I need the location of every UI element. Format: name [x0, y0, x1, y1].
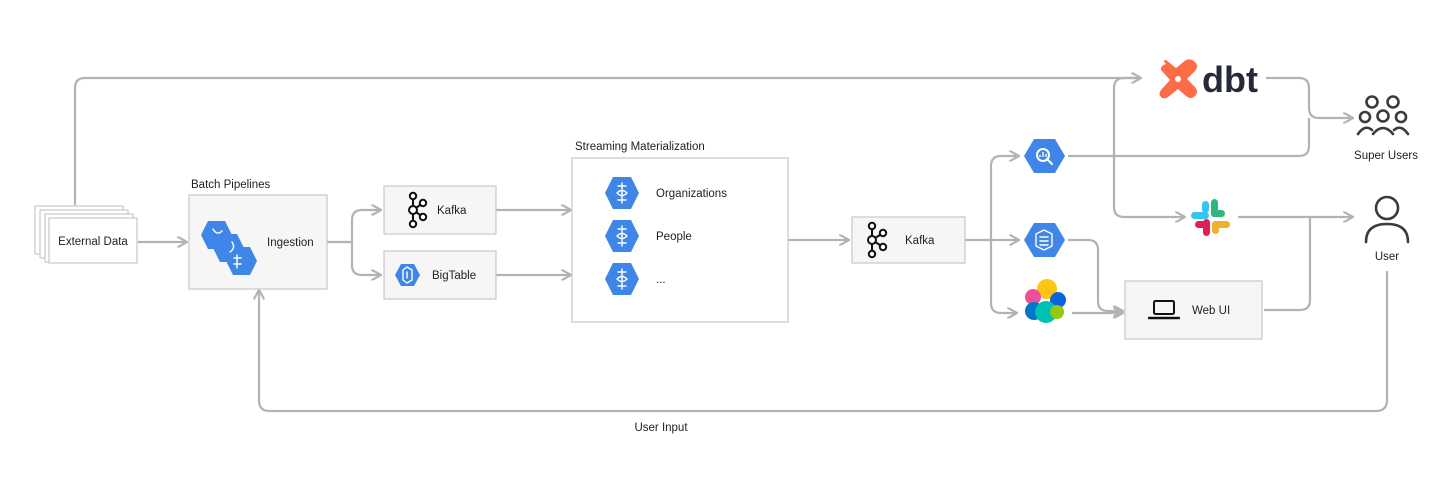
- connector-bigquery-to-superusers: [1114, 118, 1311, 158]
- connector-external-to-dbt: [73, 78, 1140, 205]
- external-data-label: External Data: [58, 236, 128, 248]
- gcp-dataflow-icon: [605, 177, 639, 209]
- connector-user-input-loop: [259, 271, 1389, 413]
- gcp-bigquery-icon[interactable]: [1024, 139, 1065, 173]
- organizations-label: Organizations: [656, 188, 727, 200]
- connectors: [73, 76, 1389, 413]
- ellipsis-label: ...: [656, 274, 666, 286]
- slack-icon[interactable]: [1191, 199, 1230, 236]
- user-node[interactable]: User: [1364, 195, 1410, 263]
- connector-kafka-to-elastic: [989, 240, 1016, 313]
- gcp-dataflow-icon: [201, 221, 257, 275]
- connector-webui-to-user: [1264, 217, 1312, 312]
- user-label: User: [1375, 251, 1399, 263]
- kafka-1-label: Kafka: [437, 205, 467, 217]
- dbt-logo[interactable]: dbt: [1159, 59, 1258, 100]
- connector-dbt-to-superusers: [1266, 76, 1352, 118]
- laptop-icon: [1147, 300, 1181, 320]
- dbt-icon: [1159, 59, 1197, 99]
- ingestion-label: Ingestion: [267, 237, 314, 249]
- kafka-node-1[interactable]: Kafka: [383, 185, 497, 235]
- gcp-bigtable-icon: [395, 264, 420, 286]
- connector-ingestion-to-kafka: [350, 210, 380, 242]
- connector-bigquery-to-dbt: [1068, 76, 1140, 158]
- super-users-label: Super Users: [1354, 150, 1418, 162]
- streaming-title: Streaming Materialization: [575, 141, 705, 153]
- people-label: People: [656, 231, 692, 243]
- web-ui-node[interactable]: Web UI: [1124, 280, 1263, 340]
- streaming-materialization-node[interactable]: Organizations People ...: [571, 157, 789, 323]
- super-users-node[interactable]: Super Users: [1354, 95, 1418, 163]
- connector-ingestion-to-bigtable: [350, 242, 380, 275]
- kafka-2-label: Kafka: [905, 235, 935, 247]
- kafka-icon: [867, 221, 888, 259]
- external-data-node[interactable]: External Data: [34, 205, 138, 264]
- connector-kafka-to-bigquery: [989, 156, 1018, 240]
- connector-bigquery-to-slack: [1112, 156, 1184, 217]
- bigtable-node[interactable]: BigTable: [383, 250, 497, 300]
- user-input-label: User Input: [634, 422, 688, 434]
- gcp-dataflow-icon: [605, 220, 639, 252]
- web-ui-label: Web UI: [1192, 305, 1230, 317]
- dbt-wordmark: dbt: [1202, 59, 1258, 100]
- batch-pipelines-title: Batch Pipelines: [191, 179, 271, 191]
- gcp-hexagon-icon[interactable]: [1024, 223, 1065, 257]
- user-icon: [1364, 195, 1410, 244]
- group-users-icon: [1356, 95, 1410, 136]
- kafka-node-2[interactable]: Kafka: [851, 216, 966, 264]
- gcp-dataflow-icon: [605, 263, 639, 295]
- kafka-icon: [408, 191, 428, 229]
- ingestion-node[interactable]: Ingestion: [188, 194, 328, 290]
- bigtable-label: BigTable: [432, 270, 476, 282]
- elastic-icon[interactable]: [1025, 279, 1066, 323]
- connector-hexagon-to-webui: [1068, 238, 1122, 311]
